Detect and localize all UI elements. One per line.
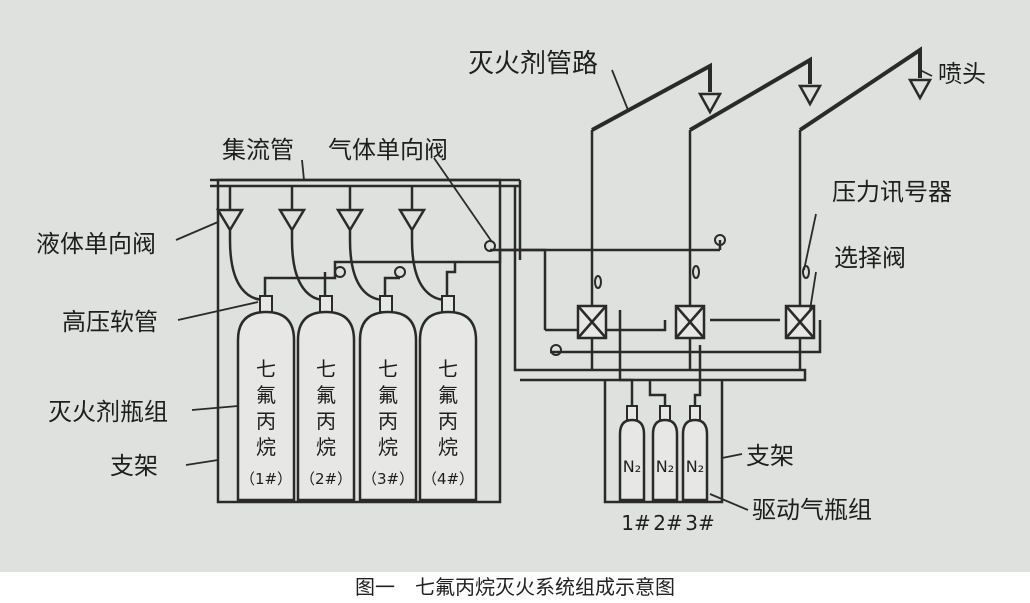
liquid-check-valves xyxy=(215,208,427,240)
check-valve-icon xyxy=(335,208,365,240)
gas-valve-icon xyxy=(714,234,726,246)
drive-cylinder-labels: N₂ N₂ N₂ 1# 2# 3# xyxy=(621,457,714,535)
drive-gas-label: N₂ xyxy=(686,457,704,476)
drive-gas-label: N₂ xyxy=(623,457,641,476)
cylinder-char: 丙 xyxy=(256,409,276,433)
agent-cylinder-labels: 七 氟 丙 烷 （1#） 七 氟 丙 烷 （2#） 七 氟 丙 烷 （3#） 七… xyxy=(240,357,474,488)
label-hp-hose: 高压软管 xyxy=(62,308,158,336)
label-gas-check-valve: 气体单向阀 xyxy=(328,136,448,164)
nozzles xyxy=(697,78,933,115)
cylinder-char: 丙 xyxy=(316,409,336,433)
drive-gas-label: N₂ xyxy=(656,457,674,476)
drive-number: 3# xyxy=(685,511,714,535)
label-drive-group: 驱动气瓶组 xyxy=(752,496,872,524)
check-valve-icon xyxy=(397,208,427,240)
selector-valve-icon xyxy=(784,304,816,340)
selector-valves xyxy=(576,304,816,340)
drive-cylinders xyxy=(618,418,709,502)
agent-pipe-1 xyxy=(591,62,712,132)
cylinder-char: 烷 xyxy=(438,435,458,459)
label-rack-left: 支架 xyxy=(110,452,158,480)
cylinder-char: 七 xyxy=(378,357,398,381)
agent-cylinders xyxy=(236,310,478,502)
cylinder-number: （1#） xyxy=(240,470,292,488)
cylinder-number: （3#） xyxy=(362,470,414,488)
drive-cylinder xyxy=(618,418,646,502)
pressure-switch-icon xyxy=(692,265,700,279)
cylinder-char: 七 xyxy=(316,357,336,381)
leader-lines xyxy=(175,69,933,511)
nozzle-icon xyxy=(797,84,823,107)
agent-cylinder xyxy=(358,310,418,502)
cylinder-char: 丙 xyxy=(438,409,458,433)
gas-check-valves xyxy=(334,234,726,356)
cylinder-char: 氟 xyxy=(316,383,336,407)
label-selector-valve: 选择阀 xyxy=(834,244,906,272)
check-valve-icon xyxy=(277,208,307,240)
agent-cylinder xyxy=(296,310,356,502)
agent-cylinder xyxy=(418,310,478,502)
gas-valve-icon xyxy=(394,266,406,278)
cylinder-char: 烷 xyxy=(256,435,276,459)
nozzle-icon xyxy=(697,92,723,115)
gas-valve-icon xyxy=(550,344,562,356)
cylinder-char: 氟 xyxy=(438,383,458,407)
drive-number: 1# xyxy=(621,511,650,535)
label-pressure-signal: 压力讯号器 xyxy=(832,178,952,206)
diagram-photo: 灭火剂管路 喷头 集流管 气体单向阀 压力讯号器 液体单向阀 选择阀 高压软管 … xyxy=(0,0,1030,572)
cylinder-char: 七 xyxy=(256,357,276,381)
pressure-switch-icon xyxy=(594,275,602,289)
label-rack-right: 支架 xyxy=(746,442,794,470)
cylinder-char: 氟 xyxy=(378,383,398,407)
hp-hose-1 xyxy=(228,239,266,302)
pressure-signals xyxy=(594,265,810,289)
cylinder-char: 丙 xyxy=(378,409,398,433)
drive-cylinder xyxy=(681,418,709,502)
cylinder-char: 烷 xyxy=(378,435,398,459)
pressure-switch-icon xyxy=(802,265,810,279)
label-liquid-check-valve: 液体单向阀 xyxy=(36,230,156,258)
cylinder-char: 七 xyxy=(438,357,458,381)
label-cylinder-group: 灭火剂瓶组 xyxy=(48,398,168,426)
cylinder-number: （2#） xyxy=(300,470,352,488)
label-manifold: 集流管 xyxy=(222,136,294,164)
label-agent-pipe: 灭火剂管路 xyxy=(468,49,598,79)
system-diagram: 灭火剂管路 喷头 集流管 气体单向阀 压力讯号器 液体单向阀 选择阀 高压软管 … xyxy=(36,46,986,535)
drive-cylinder xyxy=(651,418,679,502)
label-nozzle: 喷头 xyxy=(938,60,986,88)
check-valve-icon xyxy=(215,208,245,240)
selector-valve-icon xyxy=(674,304,706,340)
selector-valve-icon xyxy=(576,304,608,340)
agent-cylinder xyxy=(236,310,296,502)
gas-valve-icon xyxy=(484,240,496,252)
cylinder-char: 氟 xyxy=(256,383,276,407)
nozzle-icon xyxy=(907,78,933,101)
figure-caption: 图一 七氟丙烷灭火系统组成示意图 xyxy=(355,575,675,599)
gas-valve-icon xyxy=(334,266,346,278)
cylinder-char: 烷 xyxy=(316,435,336,459)
drive-rack-frame xyxy=(603,380,724,504)
drive-number: 2# xyxy=(653,511,682,535)
cylinder-number: （4#） xyxy=(422,470,474,488)
